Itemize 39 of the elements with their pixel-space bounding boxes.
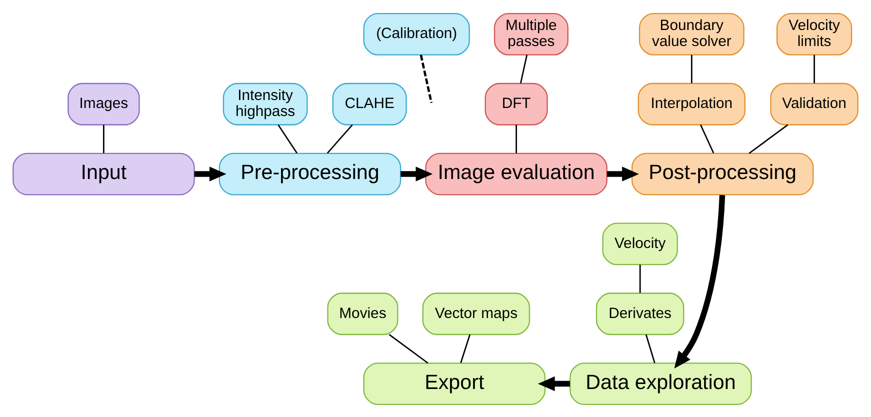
- node-box: Data exploration: [570, 362, 752, 404]
- connector: [814, 54, 815, 83]
- connector: [520, 54, 528, 83]
- connector: [420, 54, 433, 103]
- arrow: [538, 376, 570, 391]
- arrow: [606, 166, 639, 181]
- connector: [639, 264, 641, 292]
- connector: [748, 124, 788, 154]
- connector: [690, 54, 692, 83]
- node-box: Multiple passes: [494, 12, 568, 55]
- node-box: (Calibration): [363, 12, 470, 55]
- connector: [700, 124, 714, 153]
- node-box: CLAHE: [332, 82, 407, 125]
- node-box: Velocity: [602, 222, 678, 265]
- arrow: [674, 194, 726, 368]
- node-box: Validation: [770, 82, 858, 125]
- connector: [103, 124, 104, 153]
- node-box: Vector maps: [422, 292, 530, 335]
- node-box: Post-processing: [631, 152, 814, 195]
- node-box: Input: [12, 152, 195, 195]
- node-box: Interpolation: [638, 82, 746, 125]
- node-box: Boundary value solver: [638, 12, 744, 55]
- connector: [278, 124, 298, 154]
- node-box: Images: [68, 82, 140, 125]
- node-box: Image evaluation: [425, 152, 608, 195]
- node-box: Pre-processing: [218, 152, 402, 195]
- connector: [460, 334, 471, 363]
- arrow: [194, 166, 226, 181]
- node-box: DFT: [484, 82, 548, 125]
- connector: [645, 334, 656, 363]
- node-box: Export: [363, 362, 546, 404]
- connector: [326, 124, 353, 154]
- arrow: [400, 166, 433, 181]
- connector: [516, 124, 517, 153]
- node-box: Movies: [327, 292, 398, 335]
- node-box: Derivates: [596, 292, 684, 335]
- connector: [388, 334, 428, 364]
- node-box: Intensity highpass: [222, 82, 308, 125]
- node-box: Velocity limits: [776, 12, 852, 55]
